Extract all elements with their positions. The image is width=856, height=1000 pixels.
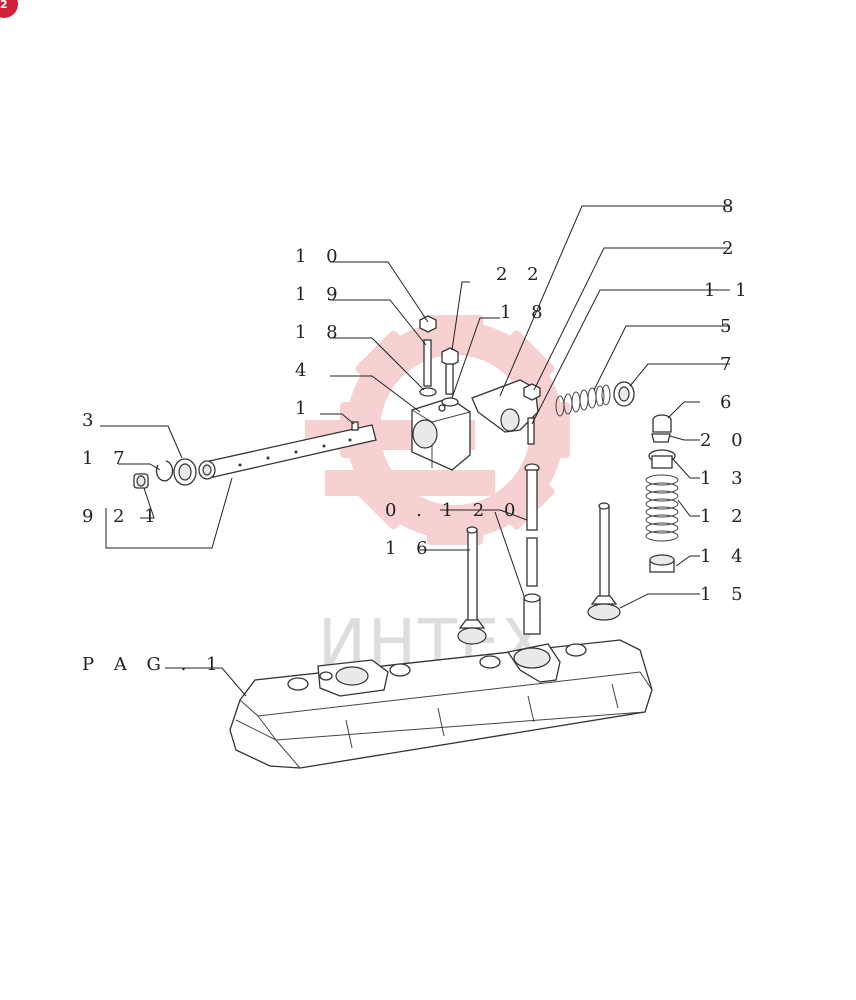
callout-18a: 1 8 bbox=[295, 322, 345, 343]
callout-8: 8 bbox=[722, 196, 740, 217]
callout-labels: 1 0 1 9 1 8 4 1 3 1 7 9 2 1 2 2 1 8 8 2 … bbox=[82, 196, 754, 675]
rocker-arm bbox=[471, 379, 541, 445]
callout-10: 1 0 bbox=[295, 246, 345, 267]
corner-badge: 2 bbox=[0, 0, 18, 18]
shaft-end-parts bbox=[133, 458, 197, 489]
callout-17: 1 7 bbox=[82, 448, 132, 469]
callout-13: 1 3 bbox=[700, 468, 750, 489]
callout-21: 2 1 bbox=[113, 506, 163, 527]
callout-15: 1 5 bbox=[700, 584, 750, 605]
callout-20: 2 0 bbox=[700, 430, 750, 451]
callout-18b: 1 8 bbox=[500, 302, 550, 323]
callout-12: 1 2 bbox=[700, 506, 750, 527]
valve-spring-group bbox=[645, 414, 679, 573]
callout-7: 7 bbox=[720, 354, 738, 375]
push-rods bbox=[523, 463, 541, 635]
callout-2: 2 bbox=[722, 238, 740, 259]
callout-14: 1 4 bbox=[700, 546, 750, 567]
callout-4: 4 bbox=[295, 360, 313, 381]
rocker-bracket bbox=[411, 397, 471, 471]
corner-badge-text: 2 bbox=[0, 0, 8, 11]
callout-11: 1 1 bbox=[704, 280, 754, 301]
rocker-spring bbox=[555, 384, 611, 417]
studs-and-nuts bbox=[419, 315, 459, 407]
callout-1: 1 bbox=[295, 398, 313, 419]
callout-6: 6 bbox=[720, 392, 738, 413]
valve-left bbox=[457, 526, 487, 645]
valve-cover bbox=[229, 639, 653, 769]
callout-3: 3 bbox=[82, 410, 100, 431]
corner-badge-circle bbox=[0, 0, 18, 18]
valve-right bbox=[587, 502, 621, 621]
callout-0120: 0 . 1 2 0 bbox=[385, 500, 522, 521]
callout-19: 1 9 bbox=[295, 284, 345, 305]
leader-lines bbox=[100, 205, 730, 697]
callout-22: 2 2 bbox=[496, 264, 546, 285]
callout-pag1: P A G . 1 bbox=[82, 654, 225, 675]
callout-16: 1 6 bbox=[385, 538, 435, 559]
callout-9: 9 bbox=[82, 506, 100, 527]
set-screw bbox=[351, 421, 359, 431]
spacer-ring bbox=[613, 381, 635, 407]
rocker-shaft bbox=[198, 424, 377, 480]
callout-5: 5 bbox=[720, 316, 738, 337]
